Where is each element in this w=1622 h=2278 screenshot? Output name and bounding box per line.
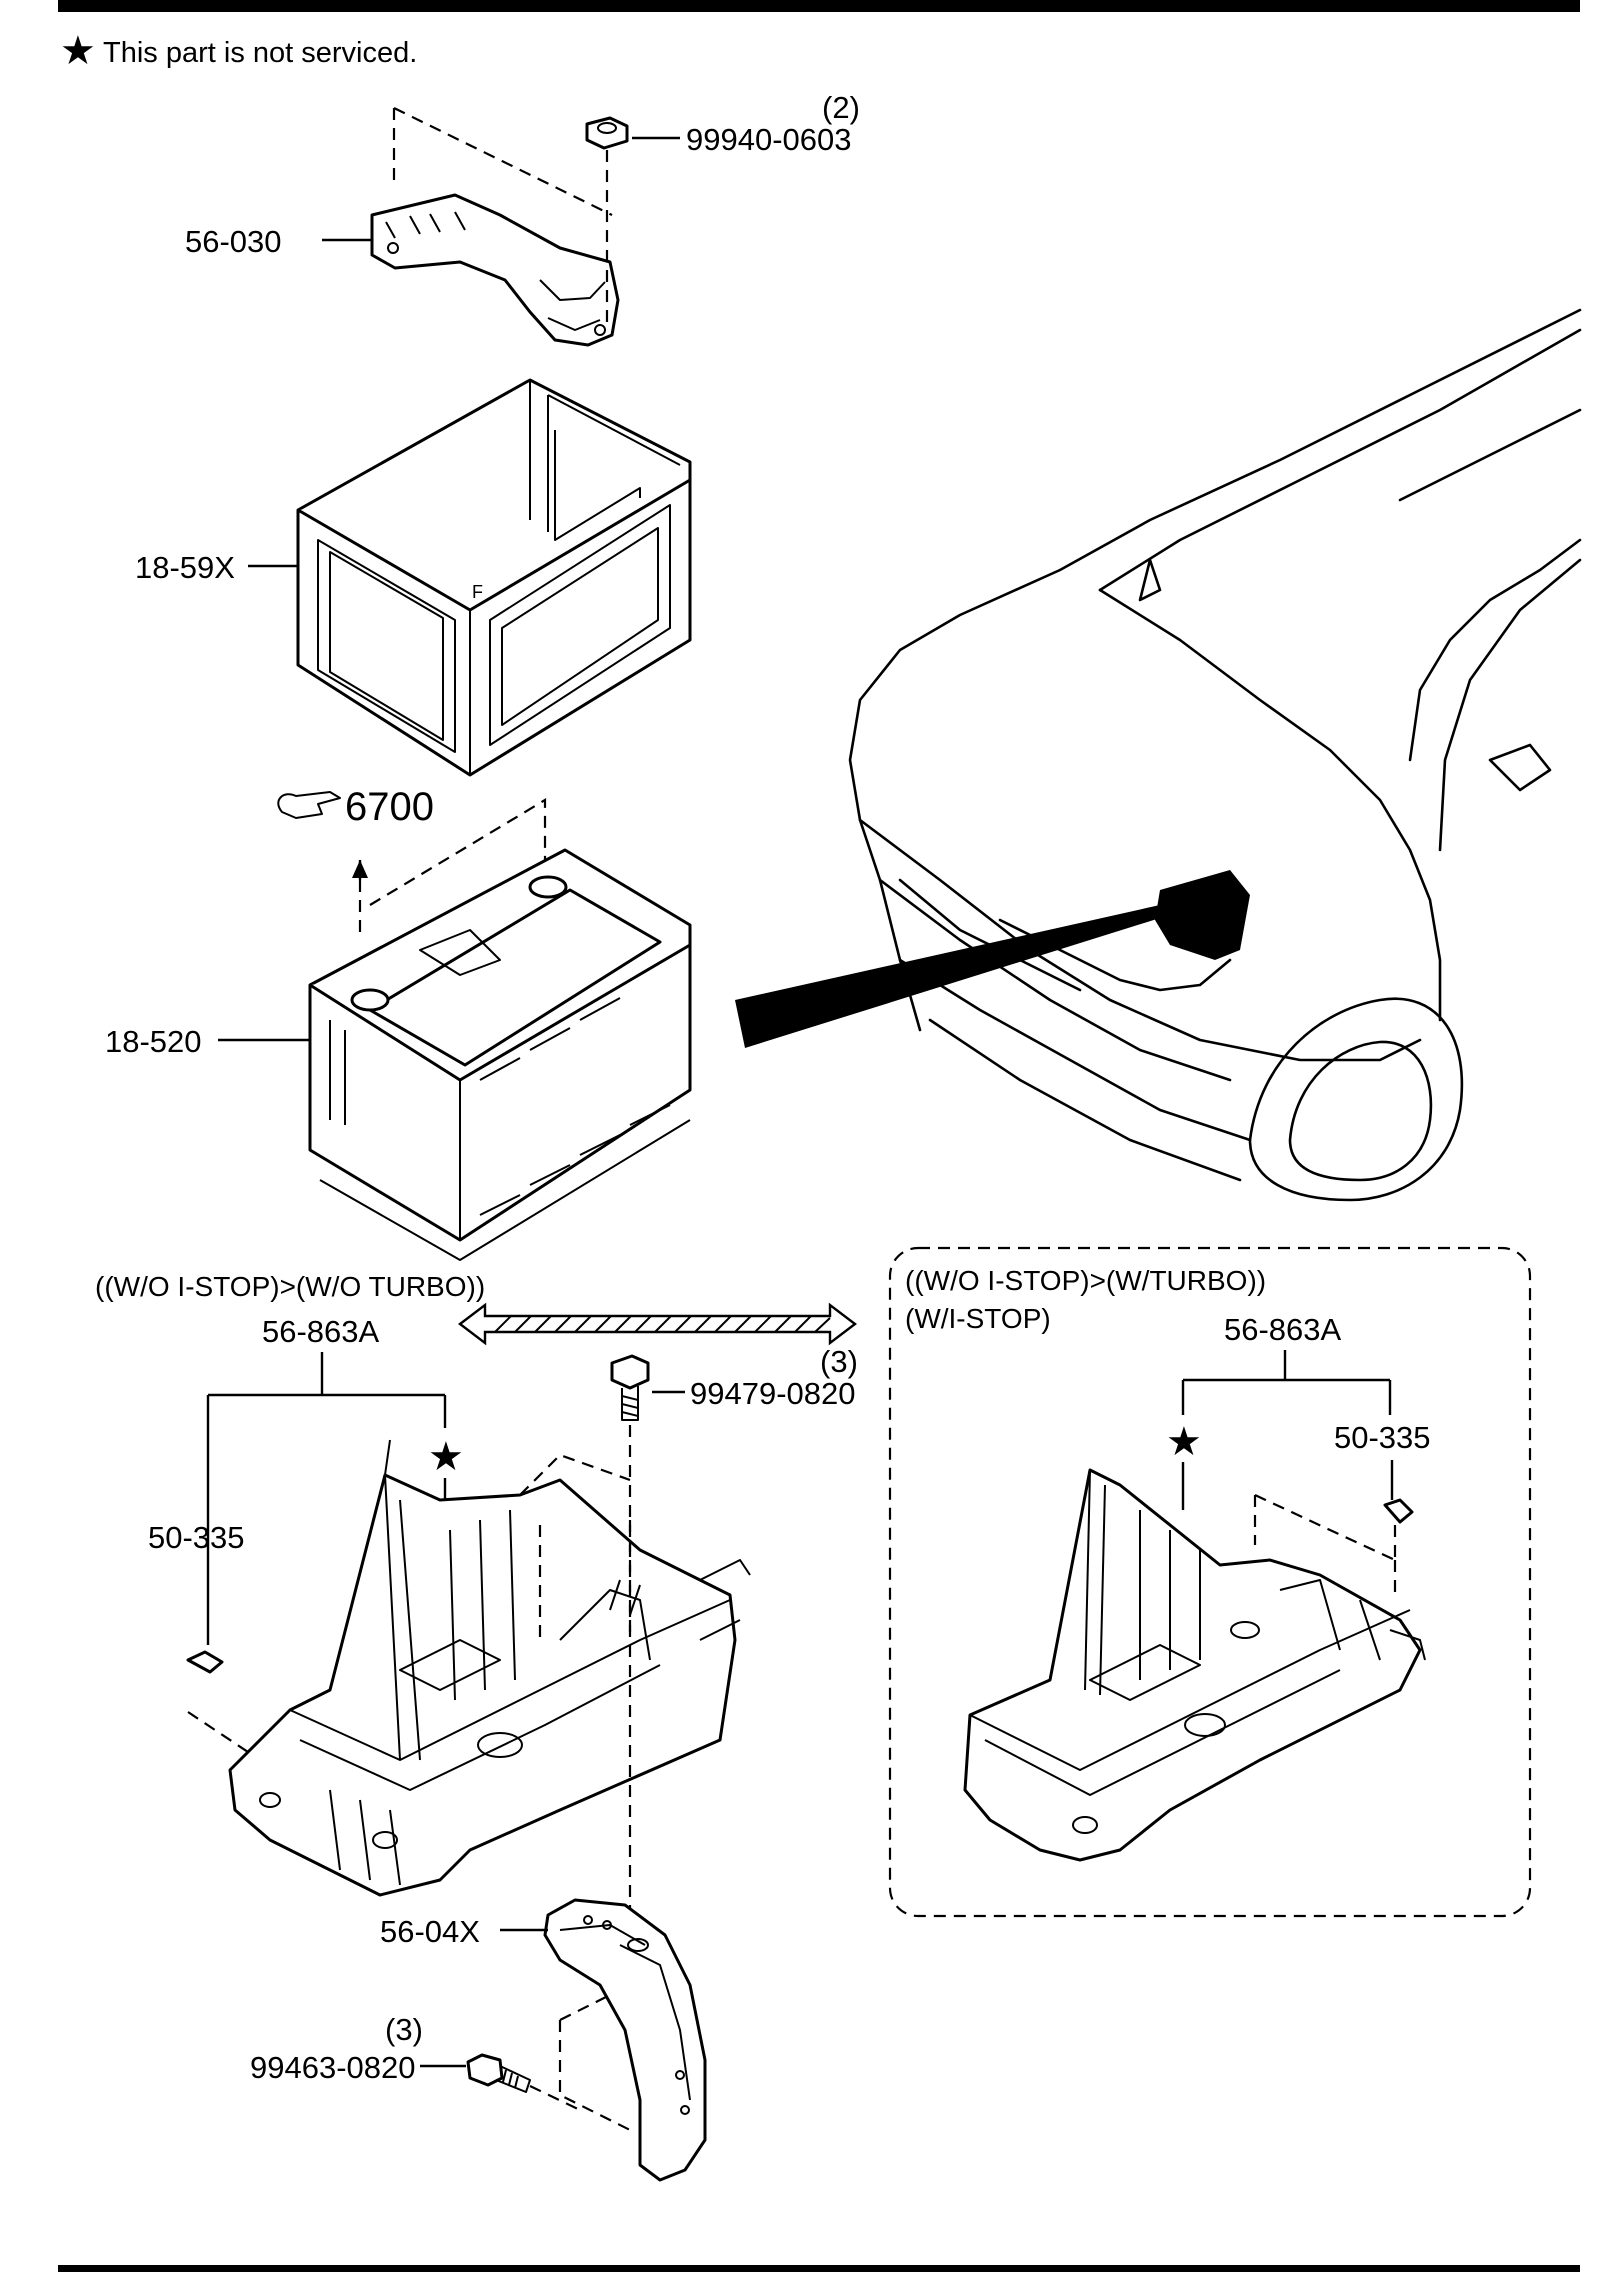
variant-comparison-arrow	[458, 1302, 857, 1346]
label-18-59X: 18-59X	[135, 550, 235, 585]
location-arrow-wedge	[735, 905, 1160, 1048]
battery-location-highlight	[1155, 870, 1250, 960]
label-18-520: 18-520	[105, 1024, 202, 1059]
right-variant-condition-2: (W/I-STOP)	[905, 1303, 1051, 1334]
part-56-030-battery-clamp[interactable]	[322, 107, 620, 347]
header-star: ★	[60, 29, 96, 73]
ref-6700[interactable]: 6700	[345, 785, 434, 829]
vehicle-locator-illustration	[848, 308, 1582, 1202]
part-18-59X-battery-insulator[interactable]: F	[248, 378, 692, 777]
part-99940-0603-nut[interactable]	[585, 116, 680, 330]
label-50-335-right: 50-335	[1334, 1420, 1431, 1455]
top-rule	[58, 0, 1580, 12]
reference-pointer-icon	[277, 791, 341, 819]
part-99463-0820-bolt[interactable]	[420, 2053, 581, 2111]
label-56-030: 56-030	[185, 224, 282, 259]
qty-99940: (2)	[822, 90, 860, 125]
bottom-rule	[58, 2265, 1580, 2272]
left-variant-condition: ((W/O I-STOP)>(W/O TURBO))	[95, 1271, 485, 1302]
part-56-04X-bracket[interactable]	[500, 1898, 707, 2182]
part-50-335-clip-right[interactable]	[1383, 1498, 1414, 1560]
part-56-863A-battery-tray-right[interactable]	[963, 1468, 1426, 1862]
label-50-335-left: 50-335	[148, 1520, 245, 1555]
part-56-863A-battery-tray-left[interactable]	[228, 1439, 751, 1897]
part-18-520-battery[interactable]	[218, 848, 692, 1261]
header-note-text: This part is not serviced.	[103, 37, 417, 69]
qty-99463: (3)	[385, 2012, 423, 2047]
part-99479-0820-bolt[interactable]	[610, 1354, 685, 1960]
not-serviced-star-left: ★	[428, 1435, 464, 1479]
label-56-863A-right: 56-863A	[1224, 1312, 1342, 1347]
label-56-863A-left: 56-863A	[262, 1314, 380, 1349]
box-embossed-mark: F	[472, 582, 483, 602]
qty-99479: (3)	[820, 1344, 858, 1379]
variant-box-right	[888, 1246, 1532, 1918]
not-serviced-star-right: ★	[1166, 1420, 1202, 1464]
label-99479-0820: 99479-0820	[690, 1376, 856, 1411]
label-99463-0820: 99463-0820	[250, 2050, 416, 2085]
label-99940-0603: 99940-0603	[686, 122, 852, 157]
label-56-04X: 56-04X	[380, 1914, 480, 1949]
right-variant-condition-1: ((W/O I-STOP)>(W/TURBO))	[905, 1265, 1266, 1296]
